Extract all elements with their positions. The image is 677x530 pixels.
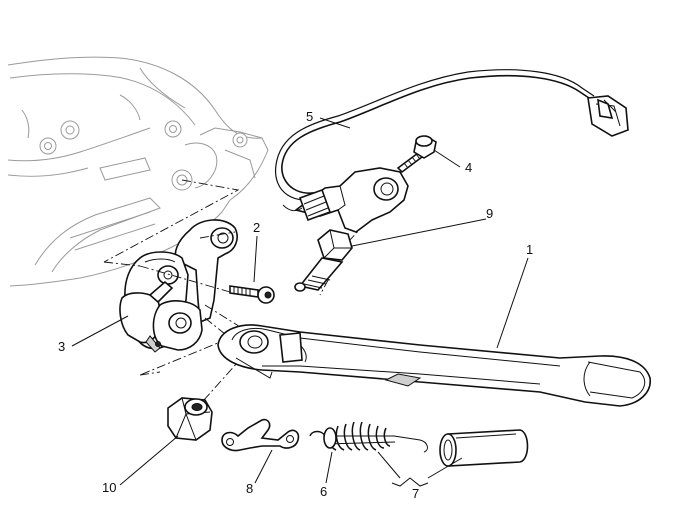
part-2-bolt — [229, 285, 275, 304]
callout-1: 1 — [526, 242, 533, 257]
callout-4: 4 — [465, 160, 472, 175]
callout-labels: 1 2 3 4 5 6 7 8 9 10 — [58, 109, 533, 501]
part-8-clip — [221, 418, 300, 452]
part-6-spring — [309, 421, 428, 453]
part-5-switch-cable — [274, 69, 629, 233]
callout-10: 10 — [102, 480, 116, 495]
leader-lines — [71, 117, 529, 487]
part-4-screw — [396, 135, 437, 174]
callout-8: 8 — [246, 481, 253, 496]
part-7-sleeve — [439, 429, 529, 467]
part-3-bracket — [119, 219, 238, 353]
engine-crankcase — [7, 56, 269, 287]
part-9-pivot-bolt — [294, 229, 353, 292]
callout-7: 7 — [412, 486, 419, 501]
callout-2: 2 — [253, 220, 260, 235]
part-1-side-stand — [217, 324, 651, 407]
callout-3: 3 — [58, 339, 65, 354]
part-10-nut — [167, 397, 213, 441]
callout-6: 6 — [320, 484, 327, 499]
callout-9: 9 — [486, 206, 493, 221]
callout-5: 5 — [306, 109, 313, 124]
